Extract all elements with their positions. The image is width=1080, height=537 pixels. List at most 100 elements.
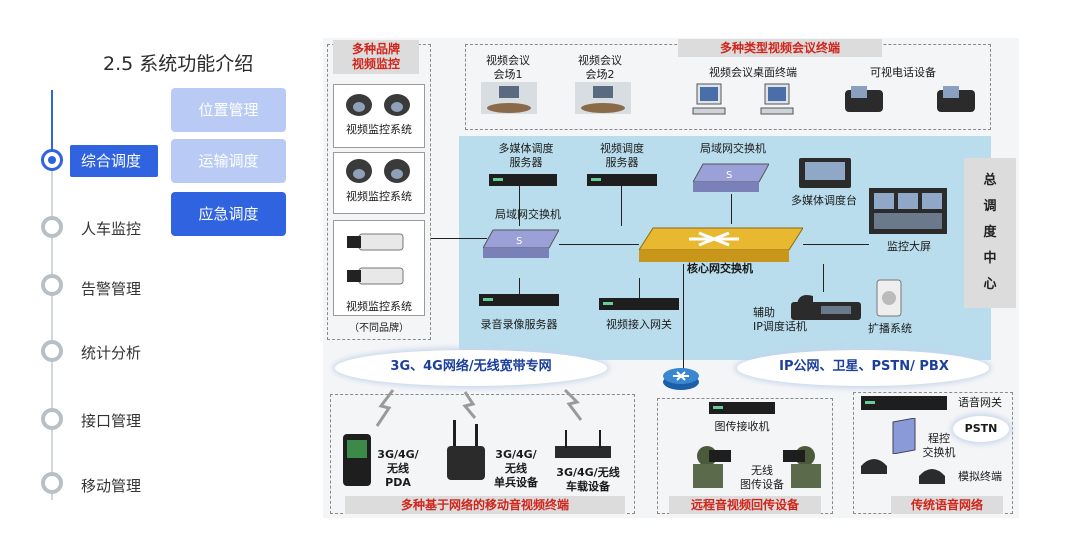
- link-line: [731, 194, 732, 224]
- tag-mobile-terminals: 多种基于网络的移动音视频终端: [345, 496, 625, 514]
- wireless-network-cloud: [335, 350, 607, 386]
- analog-terminal-label: 模拟终端: [958, 470, 1002, 483]
- server-icon: [489, 174, 557, 186]
- dispatch-center-label: 总 调 度 中 心: [964, 158, 1016, 308]
- tag-traditional-voice: 传统语音网络: [891, 496, 1003, 514]
- monitor-system-label: 视频监控系统: [346, 300, 412, 313]
- broadcast-label: 扩播系统: [868, 322, 912, 335]
- link-line: [431, 238, 487, 239]
- public-network-label: IP公网、卫星、PSTN/ PBX: [779, 359, 949, 374]
- multimedia-console-label: 多媒体调度台: [791, 194, 857, 207]
- menu-node: [41, 408, 63, 430]
- aux-phone-label: 辅助 IP调度话机: [753, 306, 807, 333]
- videophone-icon: [937, 86, 975, 112]
- pbx-label: 程控 交换机: [922, 432, 956, 459]
- core-switch-label: 核心网交换机: [687, 262, 753, 275]
- submenu-transport-dispatch[interactable]: 运输调度: [171, 139, 286, 183]
- core-switch-icon: [639, 227, 803, 262]
- submenu-location-management[interactable]: 位置管理: [171, 88, 286, 132]
- wireless-signal-icon: [375, 389, 395, 427]
- svg-text:S: S: [726, 170, 732, 181]
- server-icon: [479, 294, 559, 306]
- videophone-label: 可视电话设备: [870, 66, 936, 79]
- menu-node: [41, 274, 63, 296]
- dome-camera-icon: [346, 94, 410, 116]
- vehicle-device-icon: [555, 430, 611, 458]
- voice-gateway-label: 语音网关: [958, 396, 1002, 409]
- wireless-tx-label: 无线 图传设备: [740, 464, 784, 491]
- tag-video-conf-terminals: 多种类型视频会议终端: [678, 39, 882, 57]
- conf-room-1-label: 视频会议 会场1: [486, 54, 530, 81]
- pbx-icon: [892, 418, 916, 454]
- speaker-icon: [876, 279, 902, 317]
- link-line: [519, 186, 520, 226]
- menu-item-statistics[interactable]: 统计分析: [81, 344, 142, 362]
- conference-room-icon: [575, 82, 631, 114]
- video-server-label: 视频调度 服务器: [600, 142, 644, 169]
- link-line: [683, 264, 684, 374]
- link-line: [639, 278, 640, 298]
- wireless-signal-icon: [462, 391, 477, 419]
- conf-room-2-label: 视频会议 会场2: [578, 54, 622, 81]
- multimedia-server-label: 多媒体调度 服务器: [498, 142, 554, 169]
- pstn-label: PSTN: [964, 422, 998, 435]
- link-line: [621, 186, 622, 226]
- desktop-terminal-label: 视频会议桌面终端: [709, 66, 797, 79]
- slide-title: 2.5 系统功能介绍: [103, 53, 254, 75]
- desktop-terminal-icon: [692, 83, 726, 115]
- menu-item-interface-management[interactable]: 接口管理: [81, 412, 142, 430]
- wireless-network-label: 3G、4G网络/无线宽带专网: [390, 359, 552, 374]
- receiver-icon: [709, 402, 775, 414]
- menu-node-active: [41, 149, 63, 171]
- monitor-system-1: [333, 84, 425, 148]
- switch-icon: S: [483, 229, 559, 258]
- menu-item-person-vehicle-monitor[interactable]: 人车监控: [81, 220, 142, 238]
- link-line: [823, 264, 824, 292]
- analog-phone-icon: [861, 459, 887, 474]
- menu-node: [41, 472, 63, 494]
- monitor-system-label: 视频监控系统: [346, 123, 412, 136]
- desktop-terminal-icon: [760, 83, 794, 115]
- receiver-label: 图传接收机: [714, 420, 770, 433]
- menu-timeline-active: [51, 90, 53, 156]
- video-gateway-label: 视频接入网关: [606, 318, 672, 331]
- link-line: [519, 278, 520, 294]
- tag-brand-monitor: 多种品牌 视频监控: [333, 40, 419, 74]
- big-screen-label: 监控大屏: [887, 240, 931, 253]
- switch-icon: S: [693, 163, 769, 192]
- public-network-cloud: [737, 350, 989, 386]
- monitor-system-label: 视频监控系统: [346, 190, 412, 203]
- box-camera-icon: [347, 233, 404, 285]
- link-line: [559, 244, 639, 245]
- pda-icon: [343, 434, 371, 486]
- router-icon: [663, 368, 699, 390]
- menu-item-comprehensive-dispatch[interactable]: 综合调度: [70, 145, 158, 177]
- menu-node: [41, 216, 63, 238]
- menu-item-alarm-management[interactable]: 告警管理: [81, 280, 142, 298]
- pstn-cloud: [953, 416, 1009, 442]
- wireless-signal-icon: [563, 388, 583, 421]
- different-brands-label: （不同品牌）: [349, 323, 409, 334]
- cameraman-icon: [693, 446, 731, 488]
- recording-server-label: 录音录像服务器: [480, 318, 558, 331]
- pda-label: 3G/4G/ 无线 PDA: [377, 448, 419, 489]
- conference-room-icon: [481, 82, 537, 114]
- gateway-icon: [599, 298, 679, 310]
- ip-phone-icon: [791, 295, 861, 320]
- system-diagram: 总 调 度 中 心 多种品牌 视频监控 多种类型视频会议终端 多种基于网络的移动…: [323, 38, 1019, 518]
- multimedia-console-icon: [799, 158, 851, 188]
- big-screen-icon: [869, 188, 947, 234]
- videophone-icon: [845, 86, 883, 112]
- lan-switch-top-label: 局域网交换机: [700, 142, 766, 155]
- server-icon: [587, 174, 657, 186]
- vehicle-device-label: 3G/4G/无线 车载设备: [556, 466, 620, 493]
- cameraman-icon: [783, 446, 821, 488]
- svg-text:S: S: [516, 236, 522, 247]
- voice-gateway-icon: [861, 396, 947, 410]
- single-device-label: 3G/4G/ 无线 单兵设备: [494, 448, 538, 489]
- tag-remote-backhaul: 远程音视频回传设备: [669, 496, 821, 514]
- menu-node: [41, 340, 63, 362]
- menu-item-mobile-management[interactable]: 移动管理: [81, 477, 142, 495]
- analog-phone-icon: [919, 469, 945, 484]
- submenu-emergency-dispatch[interactable]: 应急调度: [171, 192, 286, 236]
